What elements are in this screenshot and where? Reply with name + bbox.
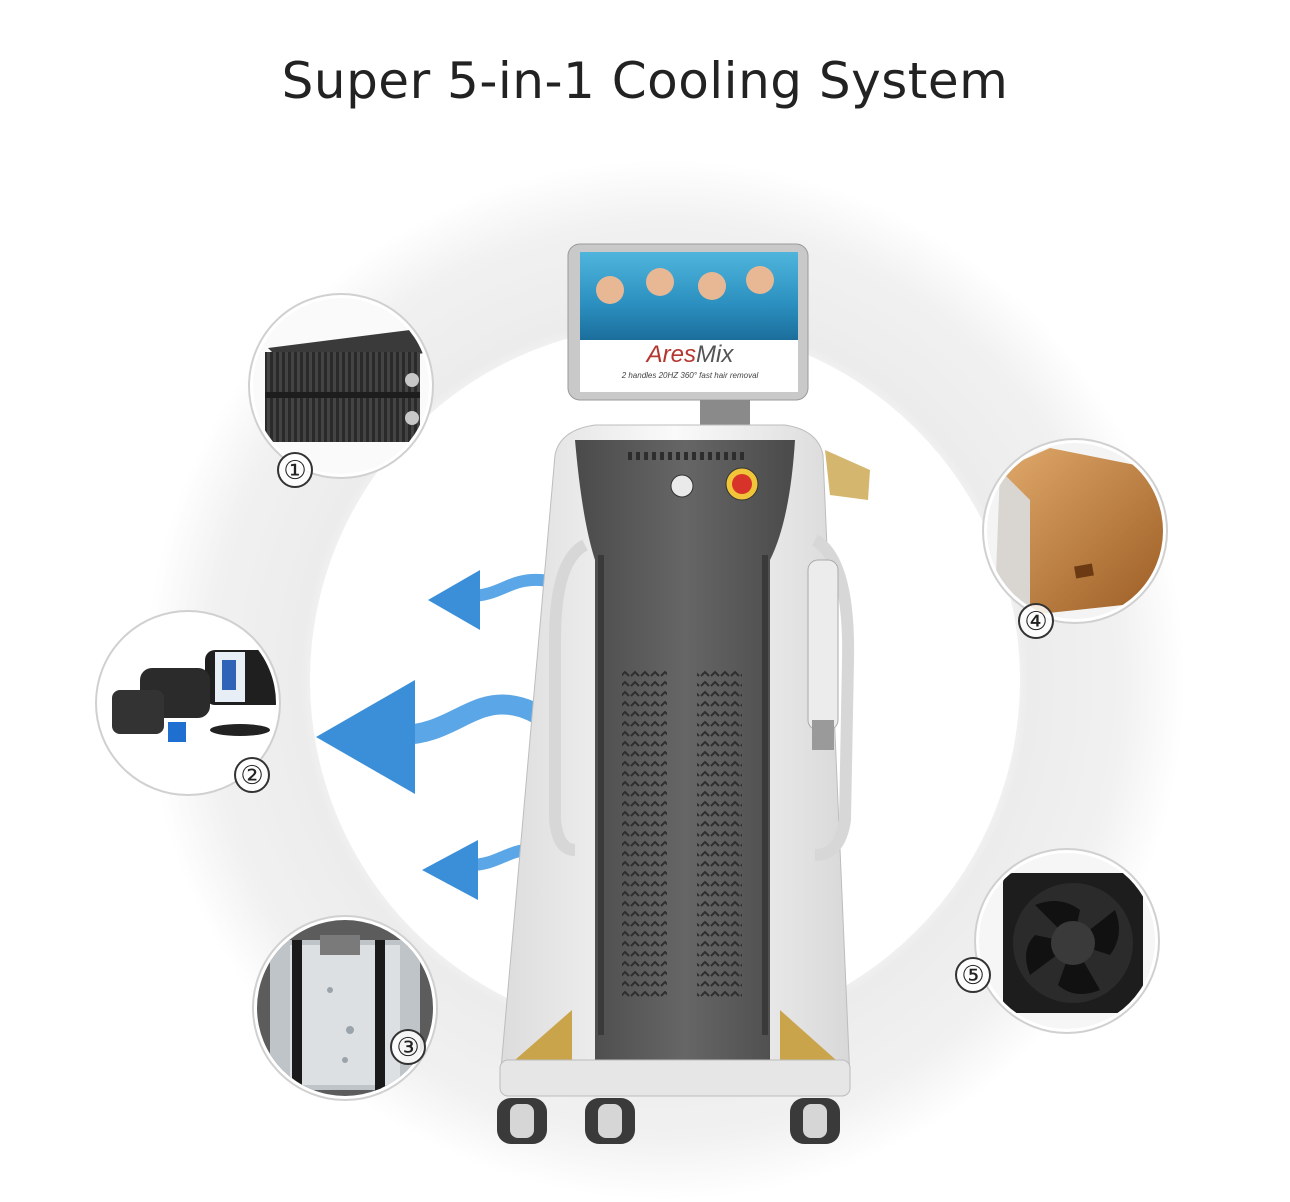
device-tagline: 2 handles 20HZ 360° fast hair removal [621,371,759,380]
device-machine [497,243,870,1144]
component-water-tank [252,915,438,1101]
vent-grille-left [622,668,667,998]
component-radiator [248,293,434,479]
marker-4: ④ [1018,603,1054,639]
component-copper-block [982,438,1168,624]
device-brand: AresMix [645,341,735,368]
marker-5: ⑤ [955,957,991,993]
marker-2: ② [234,757,270,793]
brand-ares: Ares [645,341,696,368]
vent-grille-right [697,668,742,998]
marker-3: ③ [390,1029,426,1065]
component-water-pump [95,610,281,796]
brand-mix: Mix [696,341,734,368]
page-title: Super 5-in-1 Cooling System [281,52,1009,110]
key-switch-icon [670,474,694,498]
component-cooling-fan [974,848,1160,1034]
marker-1: ① [277,452,313,488]
